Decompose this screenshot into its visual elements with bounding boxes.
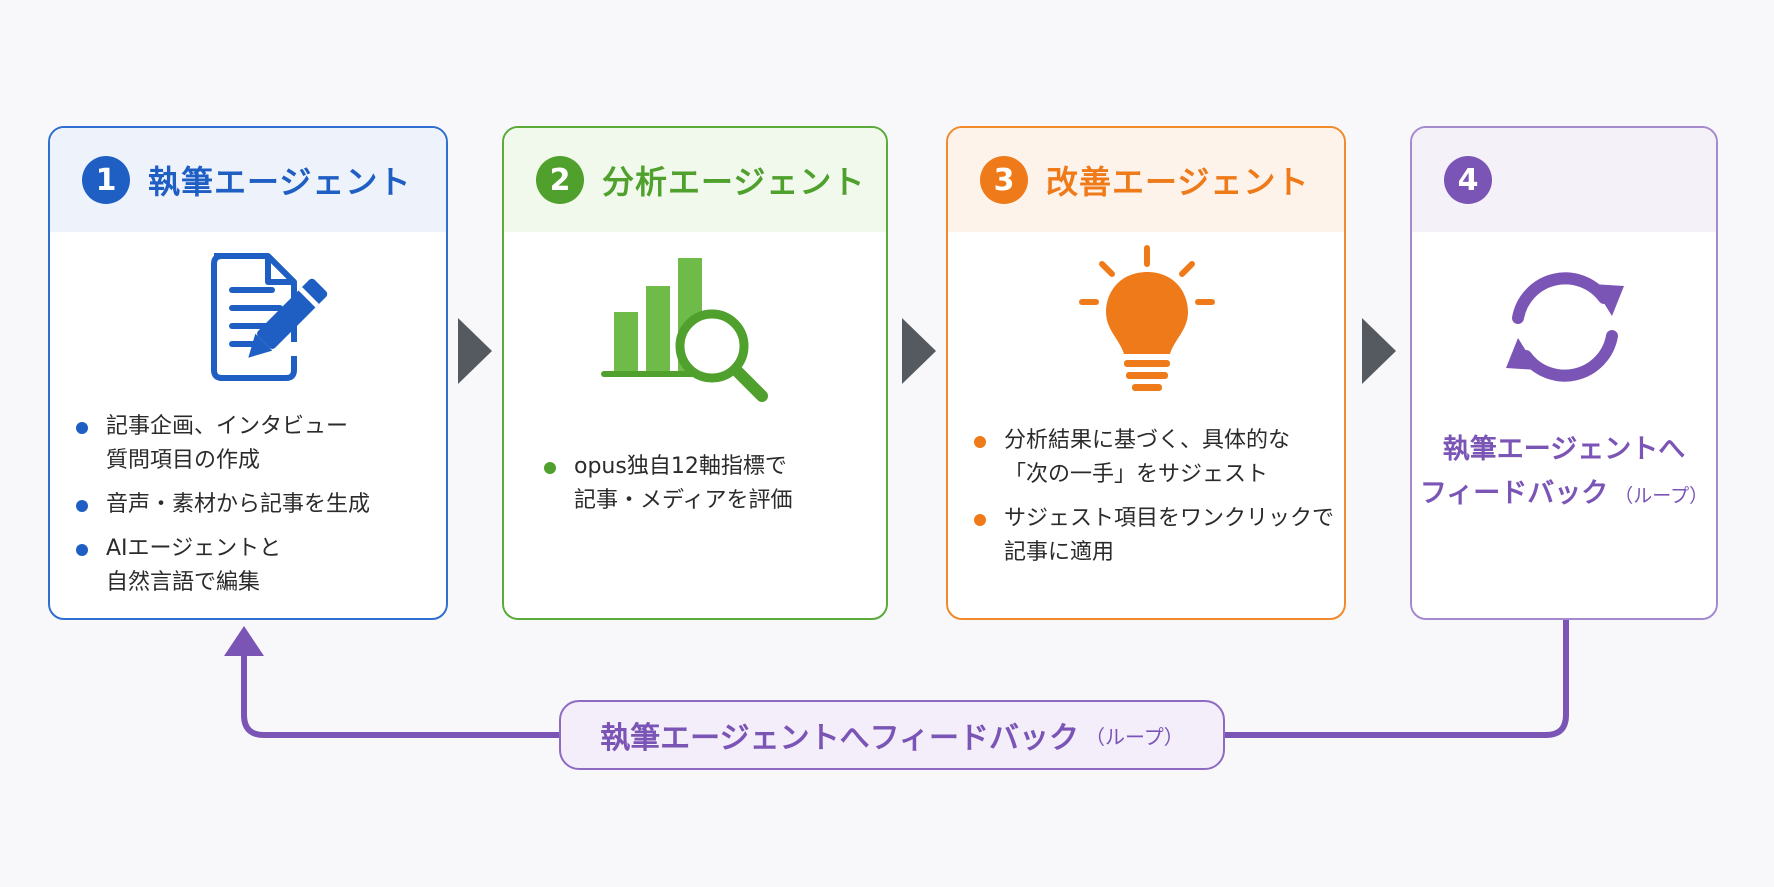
step-bullets: 記事企画、インタビュー 質問項目の作成 音声・素材から記事を生成 AIエージェン… [76,410,370,610]
step-card-improvement: 3 改善エージェント 分析結果に基づく、具体的な 「次の一手」をサジェスト サジ… [946,126,1346,620]
step-card-writing: 1 執筆エージェント 記事企画、インタビュー 質問項目の作成 音声・素材から記事… [48,126,448,620]
step-card-loop: 4 執筆エージェントへ フィードバック（ループ） [1410,126,1718,620]
loop-text-line2: フィードバック（ループ） [1419,478,1709,509]
list-item: サジェスト項目をワンクリックで 記事に適用 [974,502,1334,570]
step-card-header: 1 執筆エージェント [50,128,446,232]
document-pen-icon [211,253,328,381]
step-number-badge: 4 [1444,156,1492,204]
lightbulb-icon [1079,245,1215,391]
step-number-badge: 1 [82,156,130,204]
list-item: opus独自12軸指標で 記事・メディアを評価 [544,450,792,518]
step-card-header: 3 改善エージェント [948,128,1344,232]
step-title: 分析エージェント [602,163,866,201]
step-card-header: 2 分析エージェント [504,128,886,232]
step-title: 改善エージェント [1046,163,1310,201]
step-bullets: opus独自12軸指標で 記事・メディアを評価 [544,450,792,528]
loop-text-line1: 執筆エージェントへ [1442,434,1686,465]
bar-chart-magnifier-icon [601,258,768,402]
step-title: 執筆エージェント [148,163,412,201]
step-card-analysis: 2 分析エージェント opus独自12軸指標で 記事・メディアを評価 [502,126,888,620]
chevron-right-icon [902,318,936,384]
chevron-right-icon [1362,318,1396,384]
refresh-cycle-icon [1506,272,1624,382]
chevron-right-icon [458,318,492,384]
list-item: 音声・素材から記事を生成 [76,488,370,522]
feedback-loop-label: 執筆エージェントへフィードバック（ループ） [559,700,1225,770]
loop-text: 執筆エージェントへ フィードバック（ループ） [1412,428,1716,518]
step-card-header: 4 [1412,128,1716,232]
step-number-badge: 3 [980,156,1028,204]
list-item: AIエージェントと 自然言語で編集 [76,532,370,600]
list-item: 記事企画、インタビュー 質問項目の作成 [76,410,370,478]
list-item: 分析結果に基づく、具体的な 「次の一手」をサジェスト [974,424,1334,492]
step-number-badge: 2 [536,156,584,204]
step-bullets: 分析結果に基づく、具体的な 「次の一手」をサジェスト サジェスト項目をワンクリッ… [974,424,1334,580]
